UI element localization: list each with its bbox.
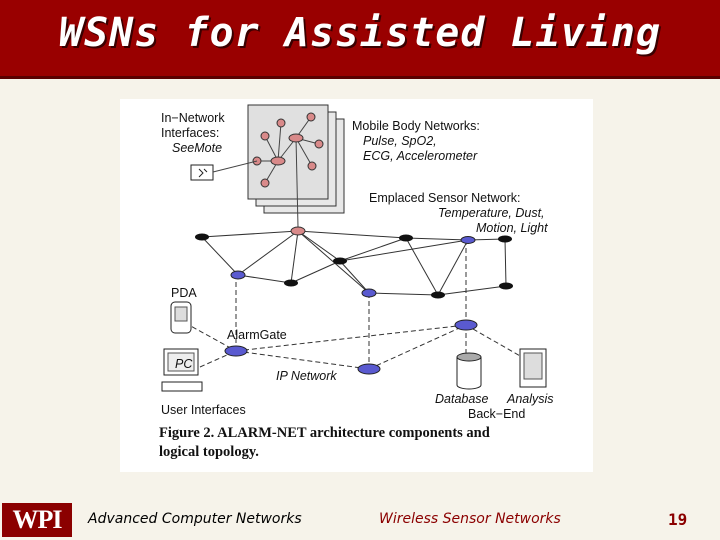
database-icon-top <box>456 352 482 362</box>
mesh-gateway-node <box>460 236 476 244</box>
analysis-computer-screen <box>523 352 543 380</box>
seemote-link <box>212 160 258 173</box>
database-icon <box>456 357 482 390</box>
label-backend: Back−End <box>468 407 525 421</box>
ip-router-node-right <box>454 319 478 331</box>
label-database: Database <box>435 392 489 406</box>
pda-screen <box>174 306 188 322</box>
pc-screen <box>167 352 195 372</box>
sensor-gateway-node-left <box>230 270 246 280</box>
body-sensor-nodes <box>252 112 324 188</box>
figure-caption-line1: Figure 2. ALARM-NET architecture compone… <box>159 425 490 441</box>
seemote-hand-icon <box>198 168 208 178</box>
footer <box>0 498 720 540</box>
mesh-links <box>201 230 507 296</box>
label-pc: PC <box>175 357 193 371</box>
page-number: 19 <box>668 510 688 529</box>
label-in-network-2: Interfaces: <box>161 126 219 140</box>
architecture-diagram: In−Network Interfaces: SeeMote Mobile Bo… <box>159 104 554 460</box>
label-analysis: Analysis <box>506 392 554 406</box>
label-esn-sensors-1: Temperature, Dust, <box>438 206 545 220</box>
sensor-gateway-node-center <box>361 288 377 298</box>
ip-router-node-bottom <box>357 363 381 375</box>
label-esn-sensors-2: Motion, Light <box>476 221 548 235</box>
title-bar <box>0 0 720 79</box>
footer-course: Advanced Computer Networks <box>88 511 302 527</box>
label-seemote: SeeMote <box>172 141 222 155</box>
label-mobile-body-networks: Mobile Body Networks: <box>352 119 480 133</box>
alarmgate-node <box>224 345 248 357</box>
wpi-logo-text: WPI <box>12 505 63 534</box>
label-ip-network: IP Network <box>276 369 337 383</box>
pc-keyboard-icon <box>161 381 203 392</box>
footer-topic: Wireless Sensor Networks <box>379 511 561 527</box>
label-pda: PDA <box>171 286 197 300</box>
label-in-network-1: In−Network <box>161 111 225 125</box>
slide-title: WSNs for Assisted Living <box>59 10 661 56</box>
label-user-interfaces: User Interfaces <box>161 403 246 417</box>
wpi-logo: WPI <box>2 503 72 537</box>
emplaced-sensor-nodes <box>195 233 513 299</box>
label-mbn-sensors-1: Pulse, SpO2, <box>363 134 437 148</box>
figure-caption-line2: logical topology. <box>159 444 259 460</box>
architecture-figure: In−Network Interfaces: SeeMote Mobile Bo… <box>120 99 593 472</box>
body-gateway-node <box>290 226 306 236</box>
label-emplaced-sensor-network: Emplaced Sensor Network: <box>369 191 520 205</box>
body-network-card-front <box>247 104 329 200</box>
label-mbn-sensors-2: ECG, Accelerometer <box>363 149 478 163</box>
label-alarmgate: AlarmGate <box>227 328 287 342</box>
